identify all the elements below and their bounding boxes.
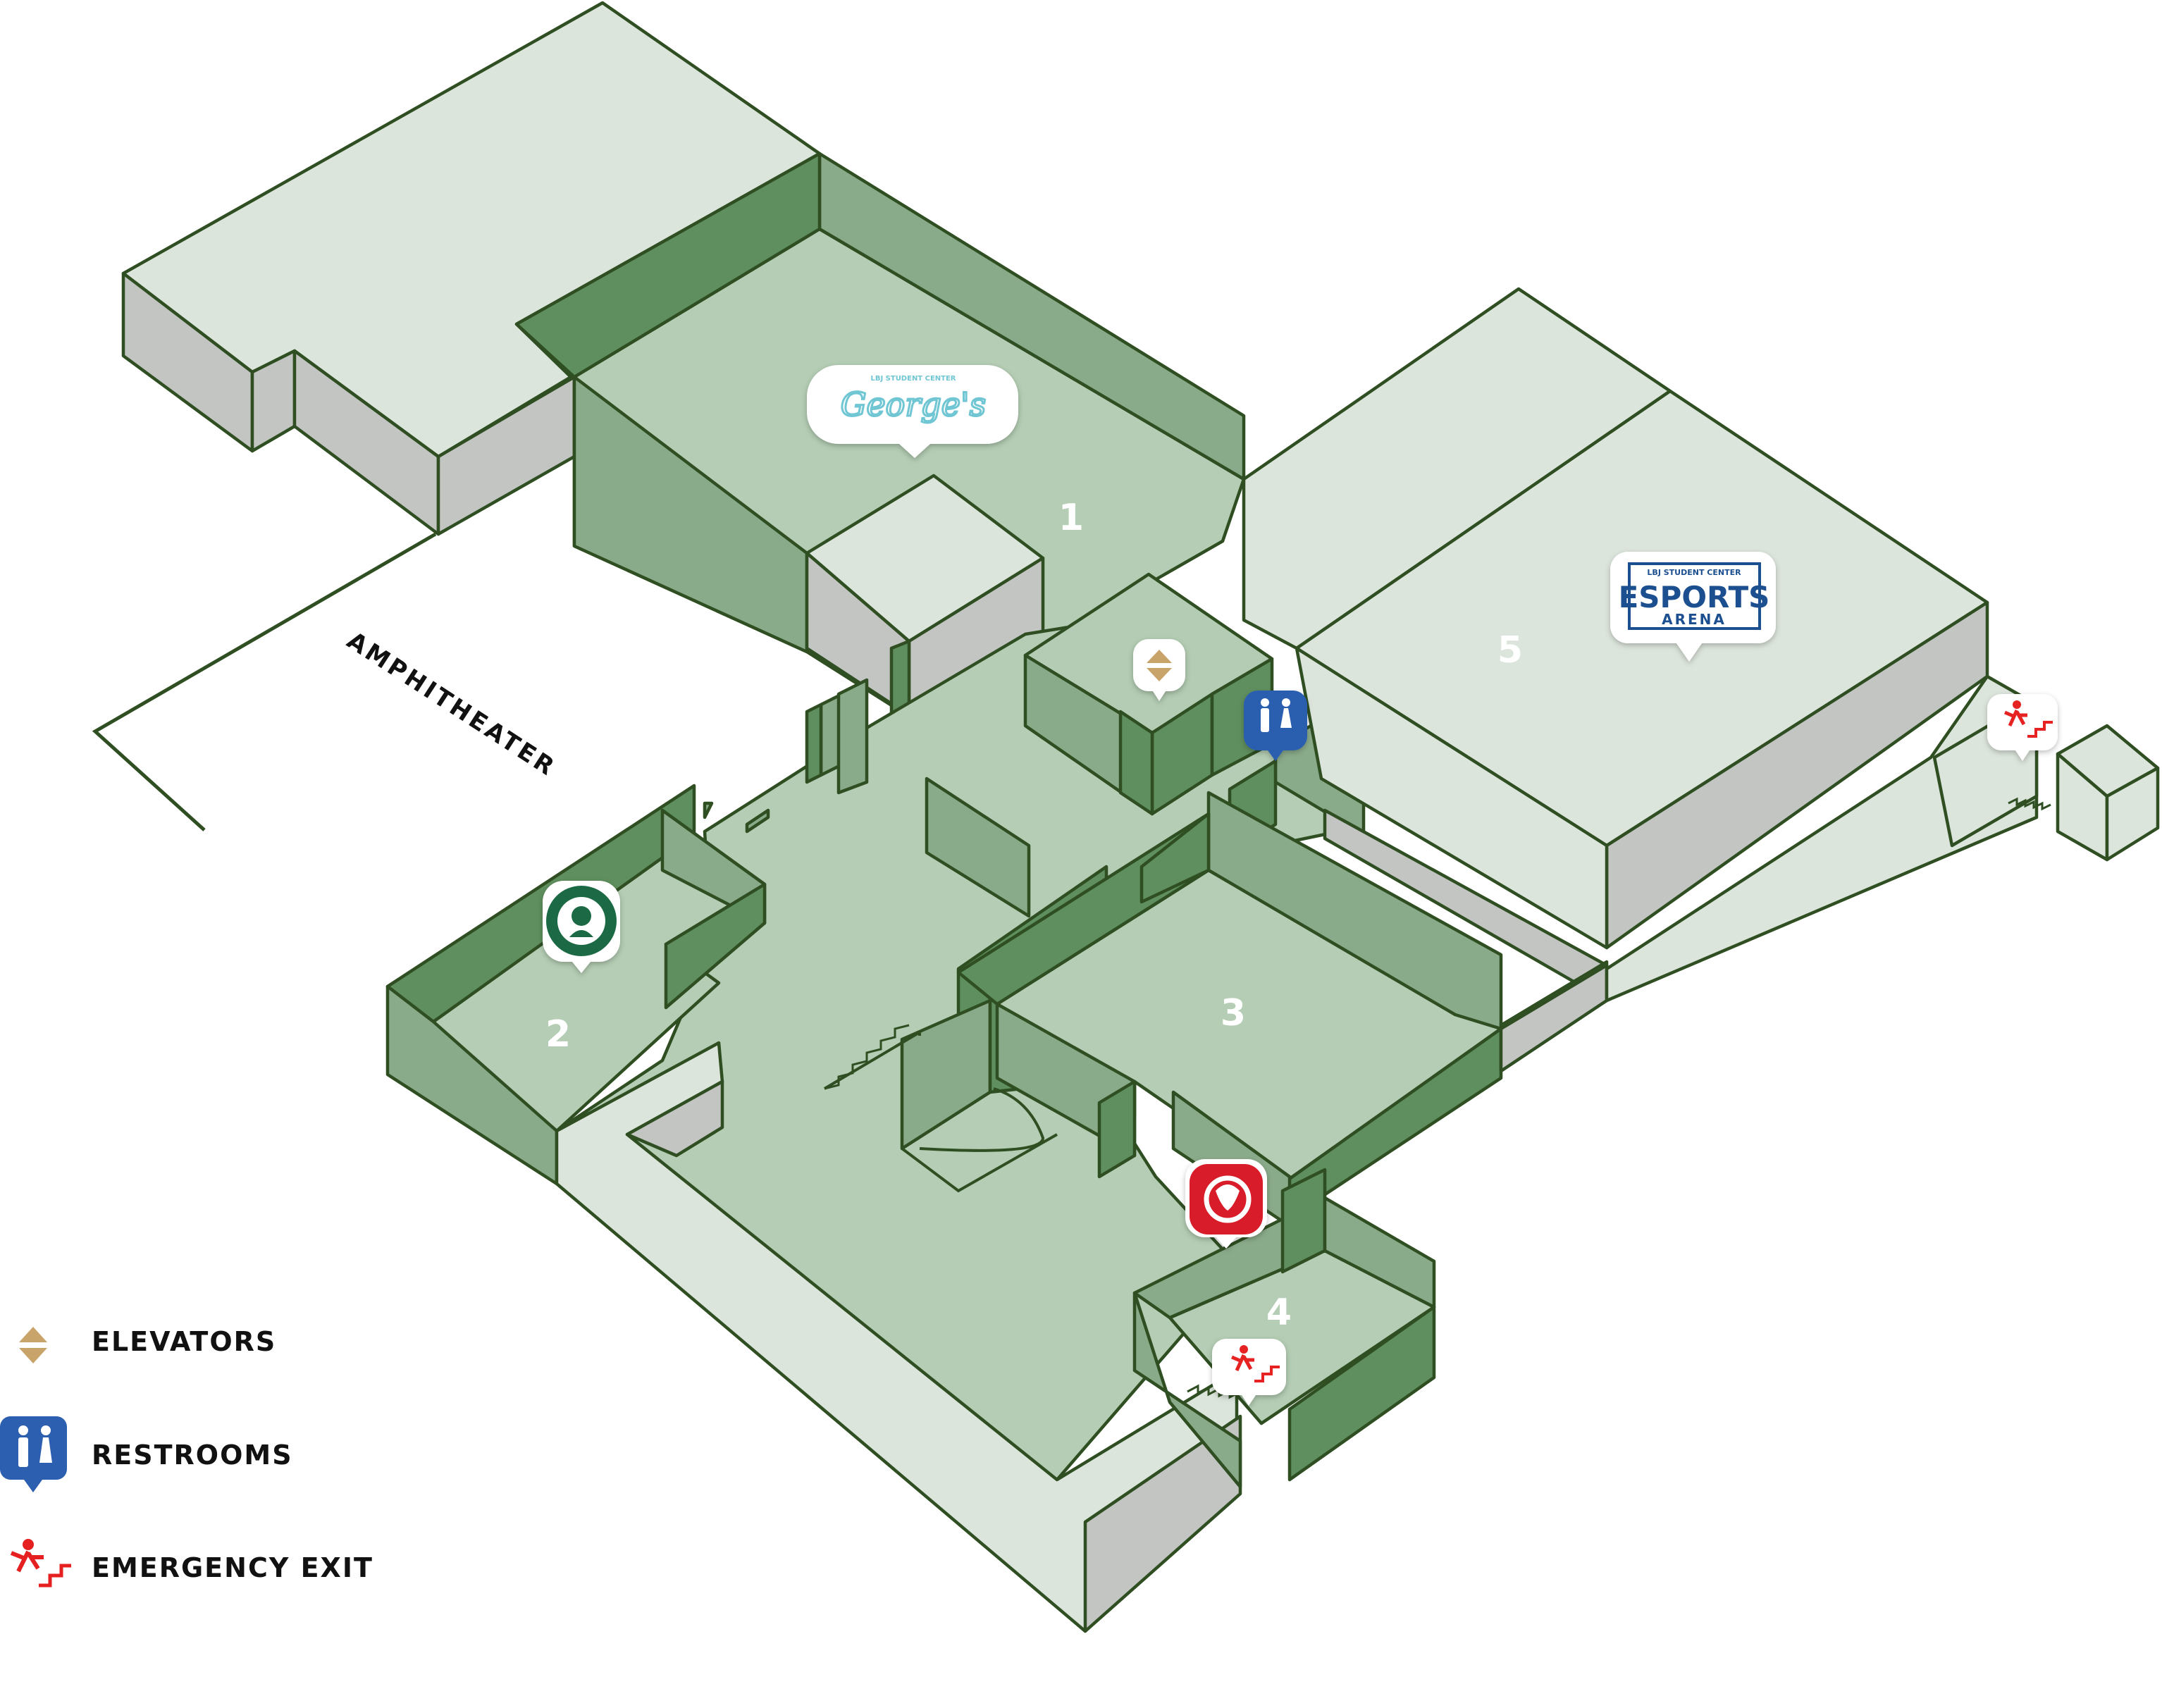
legend-restroom-icon [0, 1416, 67, 1492]
georges-pin[interactable]: LBJ STUDENT CENTER George's [807, 365, 1018, 458]
east-exit-stair [2008, 724, 2160, 862]
amphitheater: AMPHITHEATER [92, 532, 562, 831]
room-number-2: 2 [545, 1013, 571, 1056]
georges-small-text: LBJ STUDENT CENTER [870, 375, 956, 383]
georges-logo-text: George's [841, 385, 987, 423]
room-number-5: 5 [1497, 629, 1523, 672]
legend-restrooms-label: RESTROOMS [92, 1440, 293, 1471]
south-walkway [555, 1041, 1242, 1633]
esports-arena-text: ARENA [1662, 611, 1726, 628]
starbucks-logo [546, 886, 617, 956]
legend-emergency-exit-icon [10, 1539, 71, 1588]
exit-pin-east[interactable] [1987, 694, 2058, 761]
legend-elevators-label: ELEVATORS [92, 1326, 277, 1357]
exit-pin-room4[interactable] [1212, 1339, 1286, 1406]
northwest-block [121, 1, 822, 536]
restroom-pin[interactable] [1244, 691, 1307, 761]
starbucks-pin[interactable] [543, 881, 620, 973]
room-5-esports[interactable] [1242, 287, 2039, 1073]
chickfila-logo [1190, 1164, 1263, 1234]
room-number-4: 4 [1266, 1292, 1292, 1334]
amphitheater-label: AMPHITHEATER [342, 626, 561, 783]
elevator-icon [1147, 650, 1172, 681]
legend-elevator-icon [19, 1327, 47, 1363]
room-number-1: 1 [1058, 497, 1084, 539]
chickfila-pin[interactable] [1185, 1159, 1267, 1249]
esports-logo-text: ESPORTS [1619, 580, 1770, 614]
emergency-exit-icon [1231, 1345, 1280, 1382]
legend-emergency-exit-label: EMERGENCY EXIT [92, 1552, 373, 1583]
restroom-icon [1261, 698, 1292, 732]
emergency-exit-icon [2004, 700, 2053, 738]
esports-pin[interactable]: LBJ STUDENT CENTER ESPORTS ARENA [1610, 552, 1776, 662]
esports-small-text: LBJ STUDENT CENTER [1647, 568, 1741, 577]
room-2-starbucks[interactable] [385, 784, 767, 1186]
room-3[interactable] [956, 791, 1503, 1228]
elevator-pin[interactable] [1133, 639, 1185, 701]
room-number-3: 3 [1221, 992, 1246, 1034]
